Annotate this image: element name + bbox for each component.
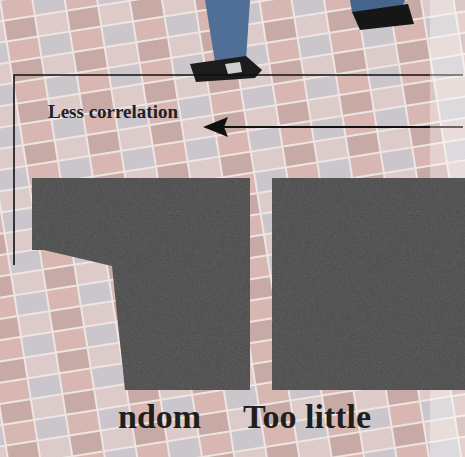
- noise-panel: ndom: [32, 178, 252, 436]
- panel-heading: ndom: [118, 398, 201, 435]
- pedestrian-feet: [190, 0, 414, 82]
- panel-shape: [32, 178, 252, 390]
- panel-heading: Too little: [243, 398, 371, 435]
- axis-note: Less correlation: [48, 100, 178, 125]
- panel-fill: [272, 178, 465, 390]
- noise-panel: Too little: [243, 178, 465, 436]
- panel-fill: [32, 178, 250, 390]
- arrow: [203, 117, 463, 137]
- panel-grain: [32, 178, 250, 390]
- panel-shape: [272, 178, 465, 390]
- panel-grain: [272, 178, 465, 390]
